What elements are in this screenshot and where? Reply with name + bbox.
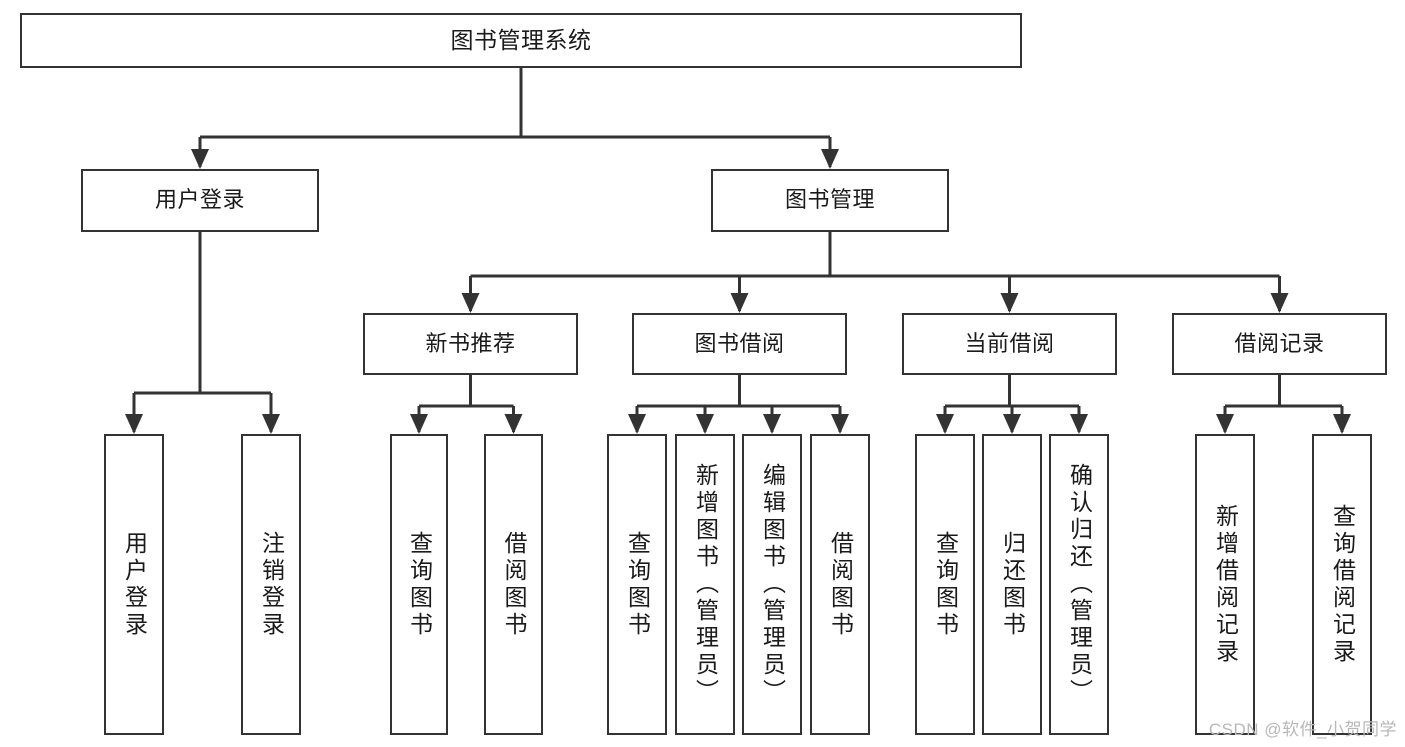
node-label: 查询图书 <box>624 530 651 639</box>
node-records[interactable]: 借阅记录 <box>1172 313 1387 375</box>
node-newbook[interactable]: 新书推荐 <box>363 313 578 375</box>
node-l-addrec[interactable]: 新增借阅记录 <box>1195 434 1255 735</box>
node-root[interactable]: 图书管理系统 <box>20 13 1022 68</box>
watermark-label: CSDN @软件_小贺同学 <box>1208 720 1397 739</box>
node-label: 新增借阅记录 <box>1212 503 1239 666</box>
node-l-return[interactable]: 归还图书 <box>982 434 1042 735</box>
node-label: 借阅图书 <box>501 530 527 639</box>
node-label: 确认归还（管理员） <box>1066 463 1093 706</box>
node-l-edit[interactable]: 编辑图书（管理员） <box>742 434 802 735</box>
node-label: 借阅记录 <box>1234 330 1325 356</box>
node-l-queryrec[interactable]: 查询借阅记录 <box>1312 434 1372 735</box>
node-label: 图书管理 <box>784 187 875 213</box>
node-login[interactable]: 用户登录 <box>81 169 319 232</box>
node-l-login[interactable]: 用户登录 <box>104 434 164 735</box>
node-l-logout[interactable]: 注销登录 <box>241 434 301 735</box>
node-label: 借阅图书 <box>827 530 854 639</box>
node-label: 查询图书 <box>932 530 959 639</box>
node-label: 新增图书（管理员） <box>692 463 719 706</box>
node-label: 图书管理系统 <box>450 26 592 53</box>
node-label: 查询借阅记录 <box>1329 503 1356 666</box>
node-l-query2[interactable]: 查询图书 <box>607 434 667 735</box>
node-l-confirm[interactable]: 确认归还（管理员） <box>1049 434 1109 735</box>
node-label: 图书借阅 <box>694 330 785 356</box>
node-borrow[interactable]: 图书借阅 <box>632 313 847 375</box>
node-label: 新书推荐 <box>425 330 516 356</box>
node-label: 注销登录 <box>258 530 285 639</box>
node-label: 查询图书 <box>406 530 433 639</box>
node-label: 编辑图书（管理员） <box>759 463 786 706</box>
node-label: 用户登录 <box>154 187 245 213</box>
node-label: 归还图书 <box>999 530 1026 639</box>
node-bookmgmt[interactable]: 图书管理 <box>711 169 949 232</box>
node-label: 当前借阅 <box>964 330 1055 356</box>
node-label: 用户登录 <box>121 530 148 639</box>
node-l-borrow2[interactable]: 借阅图书 <box>810 434 870 735</box>
node-l-borrow1[interactable]: 借阅图书 <box>484 434 543 735</box>
node-l-add[interactable]: 新增图书（管理员） <box>675 434 735 735</box>
node-l-query3[interactable]: 查询图书 <box>915 434 975 735</box>
node-l-query1[interactable]: 查询图书 <box>390 434 448 735</box>
node-current[interactable]: 当前借阅 <box>902 313 1117 375</box>
